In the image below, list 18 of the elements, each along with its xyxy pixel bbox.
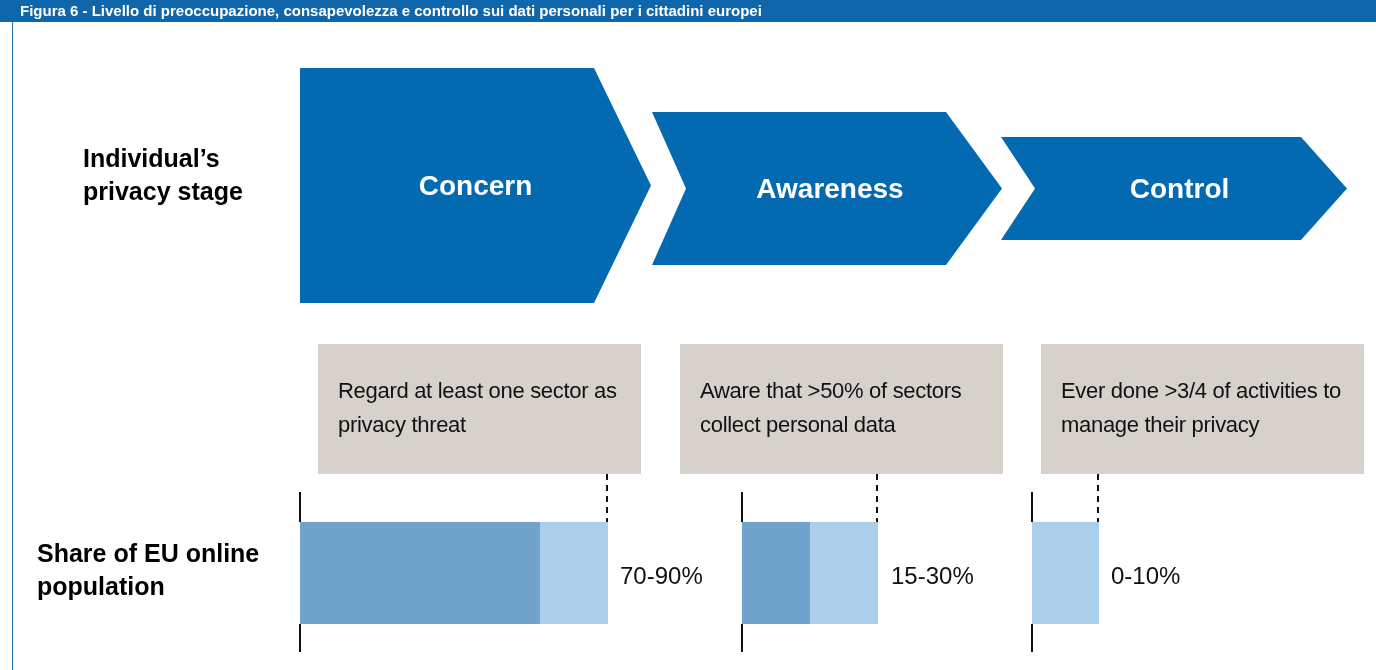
row-label: Individual’s privacy stage xyxy=(83,143,244,207)
figure-title: Figura 6 - Livello di preoccupazione, consapevolezza e controllo sui dati personali per i cittadini europei xyxy=(20,2,762,19)
row-label: Share of EU online population xyxy=(37,538,261,602)
description-panel xyxy=(318,344,641,474)
step-label: Concern xyxy=(417,169,534,202)
step-label: Awareness xyxy=(755,172,905,205)
chevron-step xyxy=(300,68,651,303)
percentage-label: 70-90% xyxy=(620,562,703,590)
percentage-label: 15-30% xyxy=(891,562,974,590)
chevron-step xyxy=(1001,137,1347,240)
chevron-step xyxy=(652,112,1002,265)
description-text: Aware that >50% of sectors collect personal data xyxy=(700,377,963,439)
percentage-label: 0-10% xyxy=(1111,562,1181,590)
description-panel xyxy=(1041,344,1364,474)
step-label: Control xyxy=(1128,172,1231,205)
description-text: Regard at least one sector as privacy threat xyxy=(338,377,618,439)
description-panel xyxy=(680,344,1003,474)
description-text: Ever done >3/4 of activities to manage their privacy xyxy=(1061,377,1342,439)
